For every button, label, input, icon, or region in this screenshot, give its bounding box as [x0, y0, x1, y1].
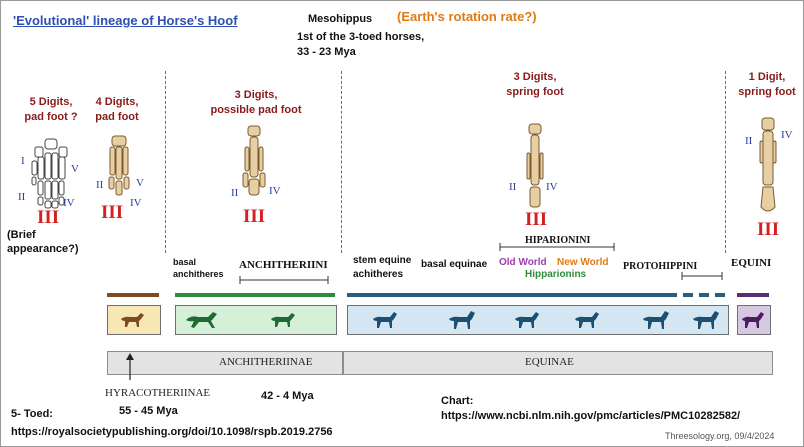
horse-icon [373, 312, 397, 328]
single-digit-hoof-icon [759, 117, 777, 212]
digit-label-iv: IV [130, 197, 142, 209]
group-protohippini: PROTOHIPPINI [623, 261, 698, 272]
diagram-title: 'Evolutional' lineage of Horse's Hoof [13, 13, 238, 28]
stage-4-line2: spring foot [506, 86, 564, 98]
digit-label-iii: III [243, 206, 266, 227]
arrow-up-icon [126, 353, 134, 380]
group-anchitheriini: ANCHITHERIINI [239, 259, 328, 271]
equini-bar [737, 293, 769, 297]
horse-icon [186, 312, 217, 328]
stage-2-line1: 4 Digits, [95, 96, 139, 108]
chart-source-link[interactable]: https://www.ncbi.nlm.nih.gov/pmc/article… [441, 410, 741, 422]
credit-text: Threesology.org, 09/4/2024 [665, 431, 775, 441]
five-toed-label: 5- Toed: [11, 408, 53, 420]
digit-label-iv: IV [63, 197, 75, 209]
mesohippus-desc-line1: 1st of the 3-toed horses, [297, 31, 425, 43]
group-equini: EQUINI [731, 257, 772, 269]
four-toed-foot-icon [108, 135, 130, 196]
stage-2-line2: pad foot [95, 111, 139, 123]
digit-label-iv: IV [269, 185, 281, 197]
chart-source-label: Chart: [441, 395, 474, 407]
stage-3-line1: 3 Digits, [234, 89, 278, 101]
label-hyracotheriinae: HYRACOTHERIINAE [105, 387, 211, 399]
anchitheriinae-band [107, 351, 343, 375]
three-toed-foot-icon [242, 125, 266, 196]
horse-icon [742, 312, 764, 328]
equinae-box [347, 305, 729, 335]
group-basal-equinae: basal equinae [421, 259, 488, 270]
digit-label-iii: III [37, 207, 60, 228]
separator-line [165, 71, 166, 253]
digit-label-ii: II [231, 187, 239, 199]
equinae-band [343, 351, 773, 375]
group-stem-equine-line2: achitheres [353, 269, 404, 280]
hyracotheriinae-bar [107, 293, 159, 297]
digit-label-iv: IV [546, 181, 558, 193]
mesohippus-name: Mesohippus [308, 13, 373, 25]
stage-1-line1: 5 Digits, [29, 96, 73, 108]
horse-icon [515, 312, 539, 328]
stage-5-line1: 1 Digit, [748, 71, 786, 83]
separator-line [725, 71, 726, 253]
protohippini-dash [699, 293, 709, 297]
hyracotheriinae-box [107, 305, 161, 335]
stage-3-line2: possible pad foot [210, 104, 302, 116]
digit-label-v: V [71, 163, 79, 175]
protohippini-dash [715, 293, 725, 297]
group-stem-equine-line1: stem equine [353, 255, 412, 266]
hiparionini-span-marker [499, 243, 615, 251]
group-basal-anchitheres-line2: anchitheres [173, 269, 224, 279]
five-toed-foot-icon [31, 138, 68, 209]
group-new-world: New World [557, 257, 609, 268]
label-anchitheriinae: ANCHITHERIINAE [219, 356, 313, 368]
equinae-bar [347, 293, 677, 297]
horse-icon [575, 312, 599, 328]
digit-label-iii: III [101, 202, 124, 223]
brief-line1: (Brief [7, 229, 36, 241]
horse-icon [643, 311, 669, 329]
digit-label-ii: II [96, 179, 104, 191]
earth-rotation-note: (Earth's rotation rate?) [397, 9, 537, 24]
brief-line2: appearance?) [7, 243, 79, 255]
date-hyracotheriinae: 55 - 45 Mya [119, 405, 178, 417]
spring-foot-three-icon [526, 123, 544, 208]
royal-society-link[interactable]: https://royalsocietypublishing.org/doi/1… [11, 426, 333, 438]
digit-label-iii: III [757, 219, 780, 240]
stage-1-line2: pad foot ? [24, 111, 78, 123]
group-old-world: Old World [499, 257, 547, 268]
digit-label-ii: II [509, 181, 517, 193]
horse-icon [121, 313, 144, 327]
group-hiparionini: HIPARIONINI [525, 235, 591, 246]
stage-4-line1: 3 Digits, [513, 71, 557, 83]
separator-line [341, 71, 342, 253]
group-hipparionins: Hipparionins [525, 269, 587, 280]
horse-icon [693, 311, 719, 329]
digit-label-ii: II [745, 135, 753, 147]
label-equinae: EQUINAE [525, 356, 574, 368]
digit-label-iv: IV [781, 129, 793, 141]
digit-label-ii: II [18, 191, 26, 203]
protohippini-span-marker [681, 272, 723, 280]
stage-5-line2: spring foot [738, 86, 796, 98]
date-anchitheriinae: 42 - 4 Mya [261, 390, 314, 402]
group-basal-anchitheres-line1: basal [173, 257, 197, 267]
digit-label-iii: III [525, 209, 548, 230]
mesohippus-desc-line2: 33 - 23 Mya [297, 46, 356, 58]
anchitheriinae-bar [175, 293, 335, 297]
anchitheriini-span-marker [239, 276, 329, 284]
digit-label-v: V [136, 177, 144, 189]
horse-icon [449, 311, 475, 329]
protohippini-dash [683, 293, 693, 297]
digit-label-i: I [21, 155, 25, 167]
horse-icon [271, 313, 295, 327]
